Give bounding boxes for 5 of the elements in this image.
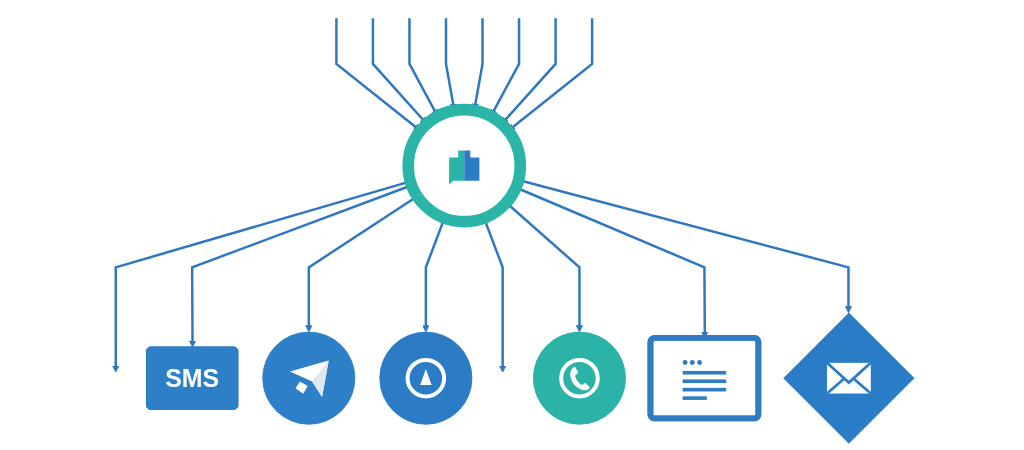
node-diamond: [783, 312, 915, 444]
node-circle: [532, 331, 626, 425]
node-circle: [402, 103, 527, 228]
node-circle: [262, 331, 356, 425]
node-circle: [379, 331, 473, 425]
